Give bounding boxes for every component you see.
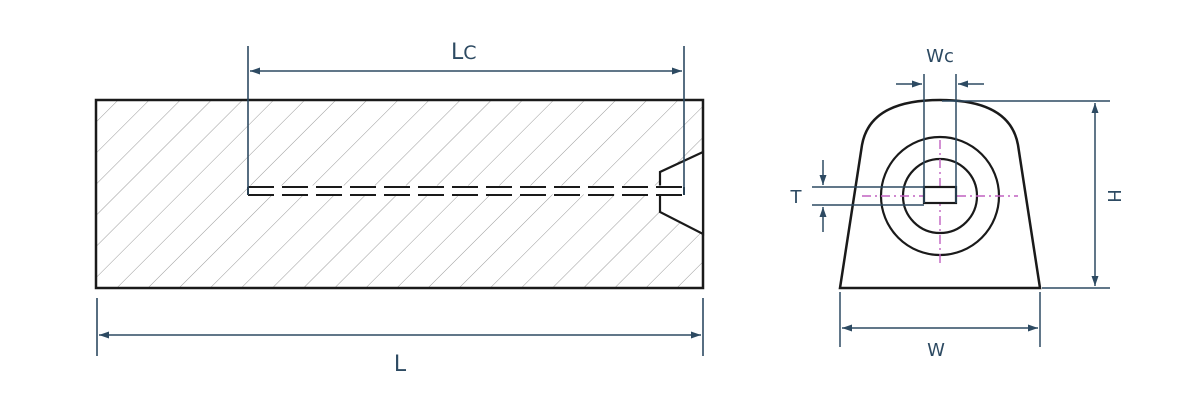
h-dimension: H <box>942 100 1124 289</box>
h-label: H <box>1103 189 1124 203</box>
w-dimension: W <box>839 292 1041 361</box>
wc-dimension: Wc <box>896 46 984 203</box>
l-label: L <box>394 352 407 377</box>
cable-slot <box>922 185 958 205</box>
l-dimension: L <box>96 298 704 377</box>
wc-label: Wc <box>926 46 954 67</box>
cable-channel <box>247 185 685 196</box>
end-view: Wc T H W <box>790 46 1125 361</box>
w-label: W <box>927 340 945 361</box>
lc-dimension: LC <box>247 40 685 195</box>
side-view: LC L <box>94 40 705 377</box>
lc-label: LC <box>451 40 477 65</box>
t-dimension: T <box>790 160 924 232</box>
t-label: T <box>790 187 803 208</box>
